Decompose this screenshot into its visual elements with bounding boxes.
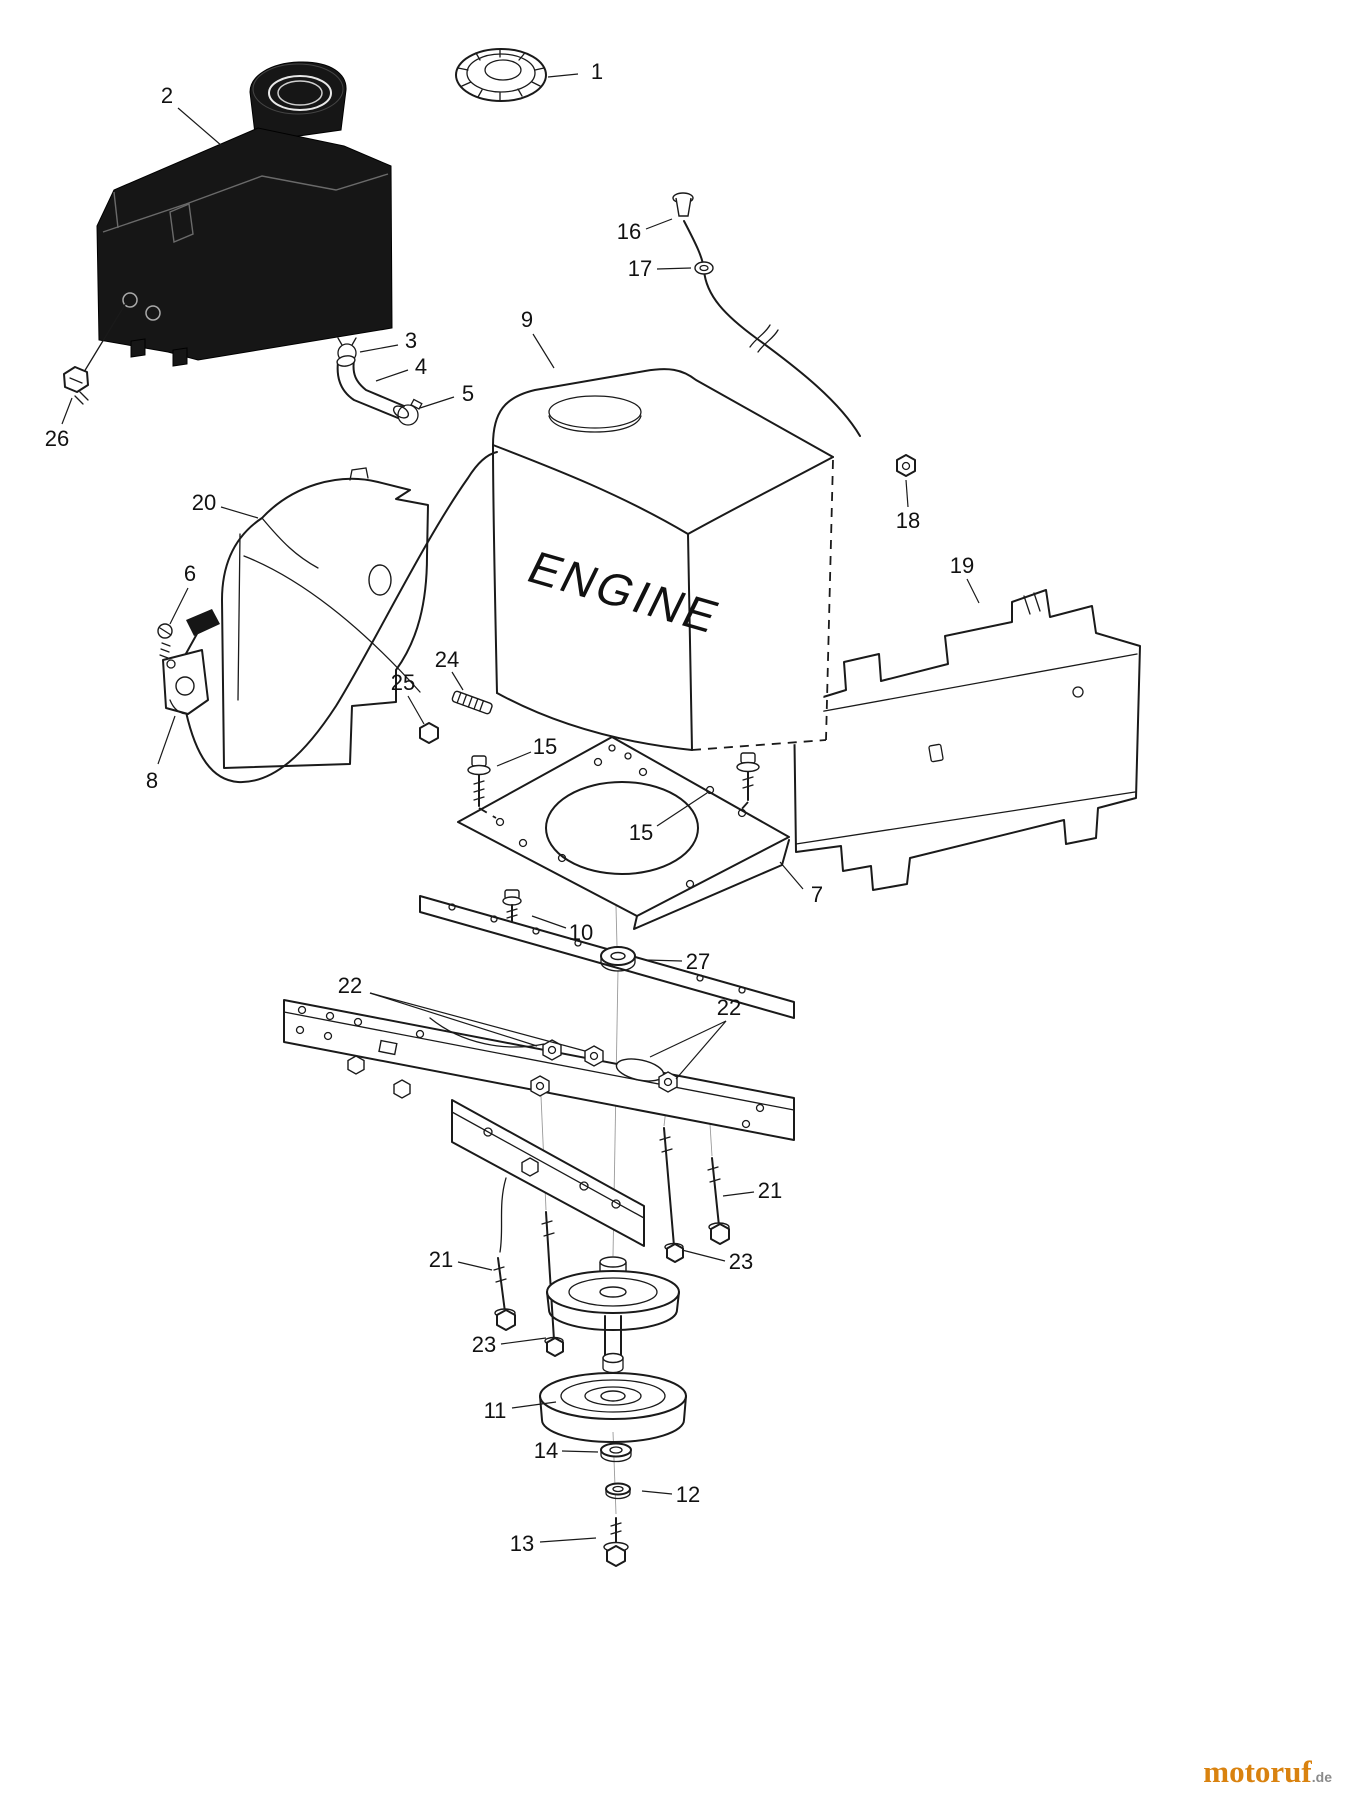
watermark-tld: .de bbox=[1311, 1769, 1332, 1785]
watermark: motoruf.de bbox=[1203, 1754, 1332, 1790]
engine-cover: ENGINE bbox=[492, 368, 834, 752]
nut-18 bbox=[896, 454, 916, 477]
bolt-26 bbox=[63, 366, 89, 405]
washer-12 bbox=[605, 1482, 631, 1500]
bolt-10 bbox=[502, 889, 522, 923]
throttle-cable bbox=[672, 192, 916, 477]
frame bbox=[283, 895, 795, 1253]
bolt-23-left bbox=[541, 1211, 564, 1357]
nut-25 bbox=[419, 722, 439, 744]
bolt-23-right bbox=[659, 1127, 684, 1263]
fuel-tank bbox=[83, 61, 393, 373]
engine-mount-plate bbox=[457, 736, 790, 930]
heat-shield bbox=[221, 467, 429, 769]
mount-bolt-15-right bbox=[736, 752, 760, 812]
pulley-assembly bbox=[539, 1256, 687, 1443]
hose-clamp-5 bbox=[397, 404, 419, 426]
right-bracket bbox=[793, 589, 1141, 891]
bolt-21-left bbox=[493, 1257, 516, 1331]
stud-and-nut bbox=[419, 690, 493, 744]
throttle-control bbox=[157, 609, 220, 715]
mount-bolt-15-left bbox=[467, 755, 497, 819]
fuel-hose bbox=[336, 337, 423, 426]
fuel-cap bbox=[455, 48, 547, 102]
washer-14 bbox=[600, 1442, 632, 1463]
bolt-21-right bbox=[707, 1157, 730, 1245]
bolt-13 bbox=[603, 1517, 629, 1567]
watermark-brand: motoruf bbox=[1203, 1754, 1312, 1789]
washer-27 bbox=[600, 946, 636, 972]
control-cable bbox=[185, 451, 498, 784]
flange-nuts-22 bbox=[530, 1039, 678, 1097]
leader-lines bbox=[61, 73, 980, 1543]
